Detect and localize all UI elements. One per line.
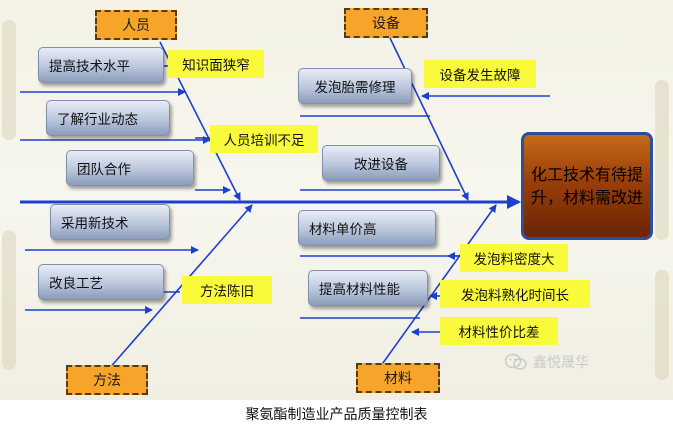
wechat-icon <box>505 353 527 370</box>
bone-material <box>377 204 497 371</box>
background-decoration <box>2 230 16 370</box>
background-decoration <box>655 80 669 240</box>
bone-equipment <box>389 37 469 201</box>
note-people-1: 知识面狭窄 <box>168 50 264 78</box>
fishbone-lines <box>20 37 550 371</box>
watermark: 鑫悦晟华 <box>505 350 589 374</box>
category-material: 材料 <box>356 363 440 393</box>
cause-method-1: 采用新技术 <box>50 204 170 240</box>
background-decoration <box>655 270 669 380</box>
figure-caption: 聚氨酯制造业产品质量控制表 <box>245 407 428 423</box>
note-material-2: 发泡料熟化时间长 <box>440 280 590 308</box>
category-method: 方法 <box>66 365 148 395</box>
cause-method-2: 改良工艺 <box>38 264 164 300</box>
cause-people-3: 团队合作 <box>66 150 194 186</box>
cause-equipment-1: 发泡胎需修理 <box>298 68 412 104</box>
category-equipment: 设备 <box>344 8 428 38</box>
note-material-3: 材料性价比差 <box>440 317 558 345</box>
cause-material-2: 提高材料性能 <box>308 270 428 306</box>
cause-equipment-2: 改进设备 <box>322 145 440 181</box>
bone-method <box>107 204 253 371</box>
note-material-1: 发泡料密度大 <box>460 244 568 272</box>
note-equipment-1: 设备发生故障 <box>424 60 536 88</box>
cause-material-1: 材料单价高 <box>298 210 436 246</box>
cause-people-1: 提高技术水平 <box>38 47 164 83</box>
background-decoration <box>2 20 16 140</box>
cause-people-2: 了解行业动态 <box>46 100 170 136</box>
category-people: 人员 <box>95 10 177 40</box>
fishbone-diagram: 人员 设备 方法 材料 提高技术水平 了解行业动态 团队合作 知识面狭窄 人员培… <box>0 0 673 400</box>
effect-text: 化工技术有待提升，材料需改进 <box>530 165 643 207</box>
note-method-1: 方法陈旧 <box>182 276 272 304</box>
note-people-2: 人员培训不足 <box>210 125 318 153</box>
effect-box: 化工技术有待提升，材料需改进 <box>521 132 653 240</box>
watermark-text: 鑫悦晟华 <box>533 355 589 371</box>
